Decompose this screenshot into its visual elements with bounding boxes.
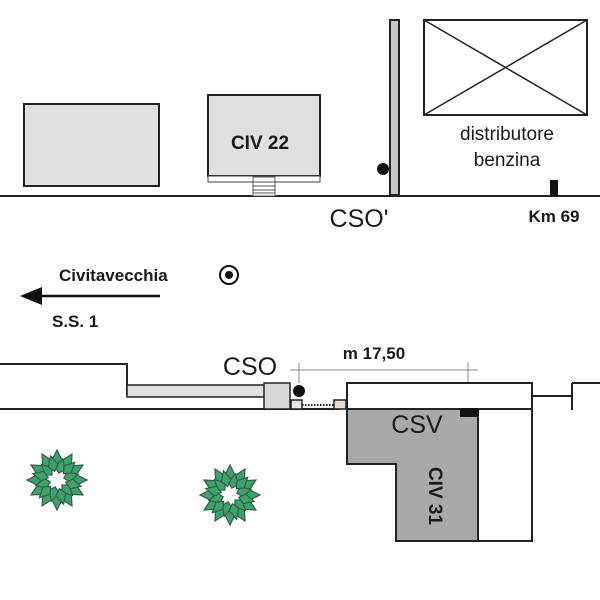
cso-dot-icon	[293, 385, 305, 397]
building-civ22: CIV 22	[207, 94, 321, 197]
vertical-wall	[389, 19, 400, 196]
direction-indicator: Civitavecchia S.S. 1	[20, 265, 239, 331]
left-boundary	[0, 363, 128, 396]
destination-label: Civitavecchia	[59, 266, 168, 285]
fuel-station-label-line1: distributore	[460, 124, 554, 145]
arrow-left-icon	[20, 287, 160, 305]
bottom-view: CSO m 17,50 CSV CIV 31	[0, 344, 600, 542]
fuel-station-label-line2: benzina	[474, 150, 541, 171]
km-marker-icon	[550, 180, 558, 196]
top-view: CIV 22 CSO' distributore benzina Km 69	[0, 19, 600, 233]
tree-icon	[199, 464, 261, 526]
building-civ31: CSV CIV 31	[346, 382, 533, 542]
building-civ31-label: CIV 31	[424, 467, 445, 526]
tree-icon	[26, 449, 88, 511]
connection-box	[333, 399, 347, 410]
building-civ31-front	[346, 382, 533, 410]
circled-dot-icon	[219, 265, 239, 285]
fuel-station-cross-b	[423, 19, 588, 116]
building-left-top	[23, 103, 160, 187]
csv-label: CSV	[391, 411, 443, 439]
cso-prime-label: CSO'	[330, 205, 389, 233]
building-civ22-label: CIV 22	[231, 133, 289, 154]
steps-icon	[252, 176, 276, 197]
cso-prime-dot-icon	[377, 163, 389, 175]
km-marker-label: Km 69	[528, 207, 579, 226]
csv-marker-icon	[460, 408, 478, 417]
cso-box	[263, 382, 291, 410]
road-label: S.S. 1	[52, 312, 98, 331]
distance-label: m 17,50	[343, 344, 405, 363]
cso-small-box	[290, 399, 303, 410]
low-wall	[126, 384, 266, 398]
building-civ31-annex	[477, 408, 533, 542]
cso-label: CSO	[223, 353, 277, 381]
fuel-station: distributore benzina	[423, 19, 588, 171]
